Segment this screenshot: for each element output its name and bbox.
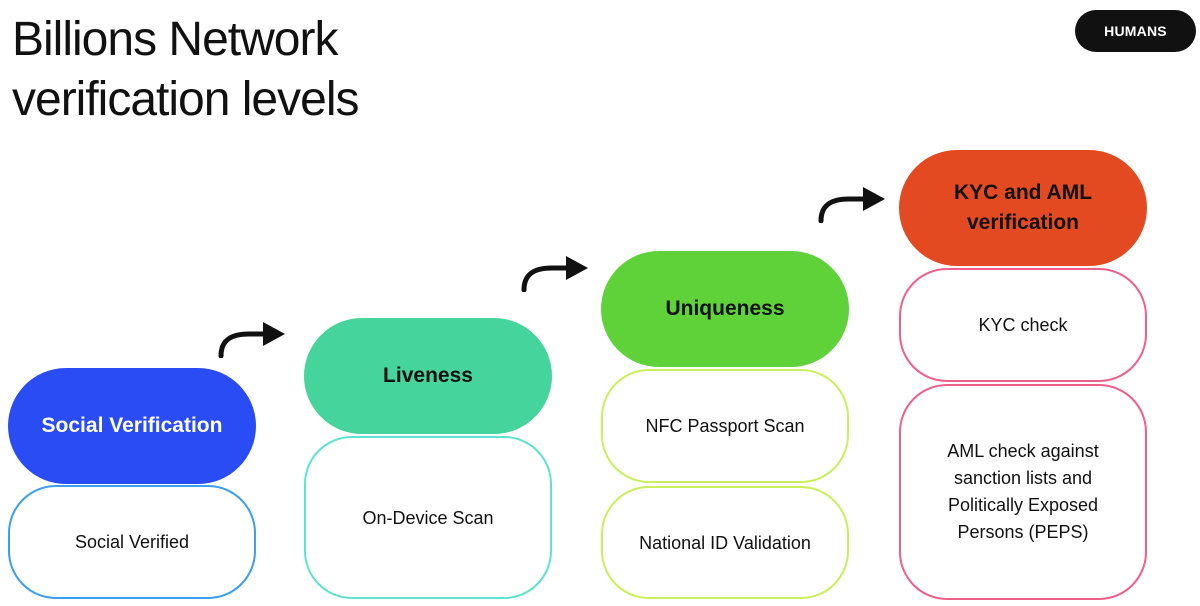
aml-check-item: AML check against sanction lists and Pol… — [899, 384, 1147, 600]
level-kyc-aml-header: KYC and AML verification — [899, 150, 1147, 266]
page-title: Billions Network verification levels — [12, 10, 359, 130]
national-id-validation-item: National ID Validation — [601, 486, 849, 599]
page-title-line-2: verification levels — [12, 73, 359, 126]
level-social-verification-header: Social Verification — [8, 368, 256, 484]
social-verified-item: Social Verified — [8, 485, 256, 599]
humans-badge: HUMANS — [1075, 10, 1196, 52]
curved-right-arrow-icon — [818, 187, 885, 223]
page-title-line-1: Billions Network — [12, 13, 338, 66]
nfc-passport-scan-item: NFC Passport Scan — [601, 369, 849, 483]
curved-right-arrow-icon — [218, 322, 285, 358]
on-device-scan-item: On-Device Scan — [304, 436, 552, 599]
level-uniqueness-header: Uniqueness — [601, 251, 849, 367]
level-liveness-header: Liveness — [304, 318, 552, 434]
curved-right-arrow-icon — [521, 256, 588, 292]
kyc-check-item: KYC check — [899, 268, 1147, 382]
